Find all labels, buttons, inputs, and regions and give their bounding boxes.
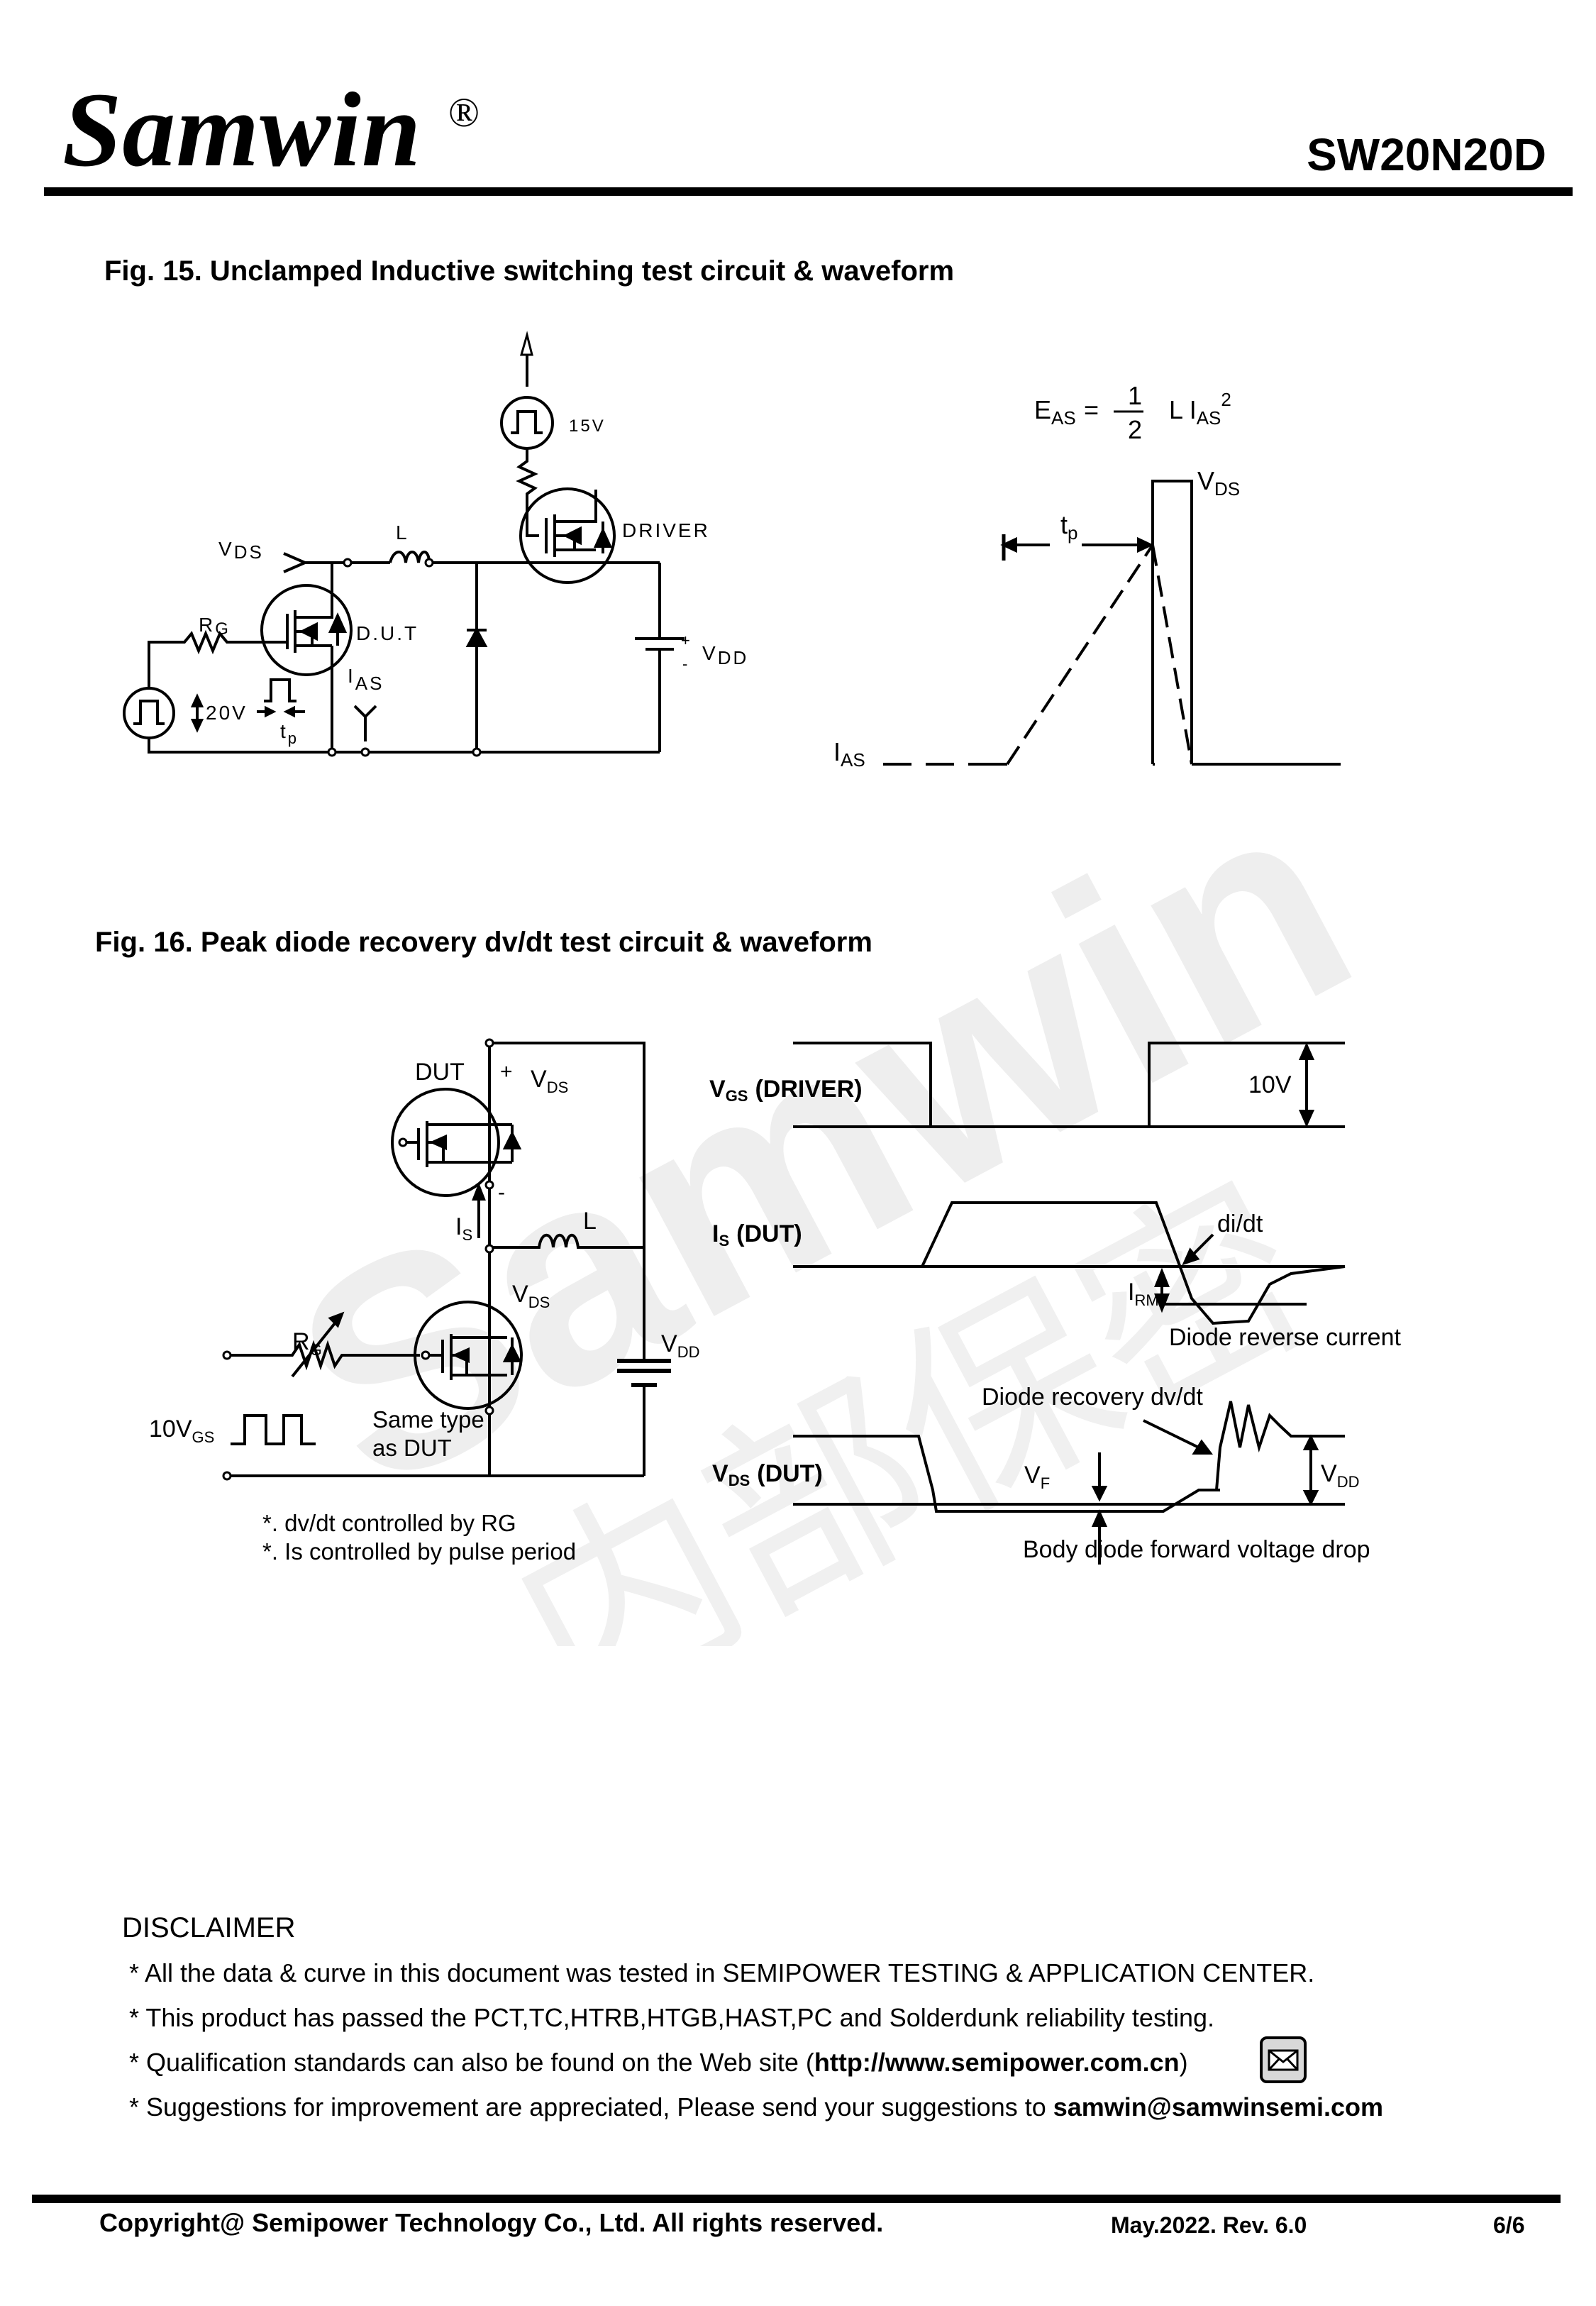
is-dut-label: IS(DUT) [712, 1220, 802, 1249]
fig15-waveform: EAS = 1 2 L IAS2 VDS tp IAS [833, 381, 1341, 771]
fig15-l-label: L [396, 522, 409, 544]
fig16-rg-label: RG [292, 1328, 322, 1359]
samwin-logo: Samwin [62, 71, 422, 189]
fig16-same-type-2: as DUT [372, 1435, 452, 1461]
footer-copyright: Copyright@ Semipower Technology Co., Ltd… [99, 2208, 884, 2237]
fig16-waveform: VGS(DRIVER) 10V IS(DUT) di/dt IRM Diode … [709, 1042, 1401, 1565]
fig15-20v-label: 20V [206, 702, 248, 724]
fig15-driver-label: DRIVER [622, 519, 710, 541]
disclaimer-line-3-prefix: * Qualification standards can also be fo… [129, 2048, 814, 2077]
fig15-title: Fig. 15. Unclamped Inductive switching t… [104, 255, 955, 287]
fig16-same-type-1: Same type [372, 1406, 484, 1433]
fig15-rg-label: RG [199, 614, 231, 639]
fig16-vds2-label: VDS [512, 1281, 550, 1311]
fig15-wave-ias: IAS [833, 737, 865, 771]
fig15-wave-tp: tp [1060, 510, 1077, 544]
eas-equals: = [1084, 395, 1099, 424]
disclaimer-line-4: * Suggestions for improvement are apprec… [129, 2095, 1383, 2120]
footer-revision: May.2022. Rev. 6.0 [1111, 2212, 1307, 2238]
samwin-email-link[interactable]: samwin@samwinsemi.com [1053, 2092, 1384, 2122]
eas-denominator: 2 [1128, 415, 1142, 444]
disclaimer-line-1: * All the data & curve in this document … [129, 1958, 1315, 1987]
footer-page-number: 6/6 [1493, 2212, 1525, 2238]
disclaimer-line-3-suffix: ) [1179, 2048, 1188, 2077]
body-diode-label: Body diode forward voltage drop [1023, 1536, 1370, 1563]
footer-rule [32, 2195, 1561, 2203]
vgs-driver-label: VGS(DRIVER) [709, 1076, 863, 1105]
mail-icon[interactable] [1258, 2035, 1308, 2085]
irm-label: IRM [1128, 1279, 1159, 1309]
vdd-wave-label: VDD [1321, 1460, 1359, 1491]
registered-mark: ® [448, 89, 480, 136]
semipower-website-link[interactable]: http://www.semipower.com.cn [814, 2048, 1180, 2077]
fig15-vds-label: VDS [218, 538, 264, 563]
fig15-vdd-plus: + [681, 631, 692, 649]
fig15-ias-label: IAS [348, 665, 384, 694]
fig15-tp-label: tp [280, 720, 299, 747]
fig15-dut-label: D.U.T [356, 622, 419, 644]
eas-symbol: EAS [1034, 395, 1076, 429]
vf-label: VF [1024, 1462, 1050, 1492]
disclaimer-title: DISCLAIMER [122, 1912, 296, 1943]
fig16-10vgs-label: 10VGS [149, 1416, 214, 1446]
fig16-is-label: IS [455, 1213, 472, 1244]
fig16-circuit: DUT + VDS - IS L VDS RG VDD 10VGS Same t… [149, 1038, 699, 1565]
fig16-note-1: *. dv/dt controlled by RG [262, 1510, 516, 1536]
diode-recovery-label: Diode recovery dv/dt [982, 1384, 1203, 1411]
header-rule [44, 187, 1573, 196]
fig16-l-label: L [583, 1208, 597, 1235]
part-number: SW20N20D [1307, 129, 1546, 180]
fig15-wave-vds: VDS [1197, 466, 1240, 500]
fig15-vdd-minus: - [682, 655, 689, 673]
fig16-dut-minus: - [498, 1181, 505, 1204]
disclaimer-line-4-prefix: * Suggestions for improvement are apprec… [129, 2092, 1053, 2122]
didt-label: di/dt [1217, 1210, 1263, 1237]
eas-numerator: 1 [1128, 381, 1142, 410]
fig16-note-2: *. Is controlled by pulse period [262, 1538, 576, 1565]
disclaimer-line-3: * Qualification standards can also be fo… [129, 2050, 1188, 2075]
fig15-vdd-label: VDD [702, 642, 748, 668]
fig15-circuit: 15V DRIVER L VDS D.U.T RG 20V tp IAS + -… [123, 331, 748, 757]
eas-inductance-current: L IAS2 [1169, 389, 1231, 429]
v10-label: 10V [1248, 1071, 1292, 1098]
diode-reverse-label: Diode reverse current [1169, 1324, 1401, 1351]
fig16-title: Fig. 16. Peak diode recovery dv/dt test … [95, 927, 872, 958]
fig16-dut-label: DUT [415, 1059, 465, 1086]
fig15-v15-label: 15V [569, 416, 606, 436]
fig16-vdd-label: VDD [661, 1330, 699, 1361]
disclaimer-line-2: * This product has passed the PCT,TC,HTR… [129, 2003, 1214, 2032]
fig16-dut-plus: + [500, 1060, 513, 1083]
vds-dut-label: VDS(DUT) [712, 1460, 823, 1489]
fig16-dut-vds: VDS [531, 1066, 568, 1096]
